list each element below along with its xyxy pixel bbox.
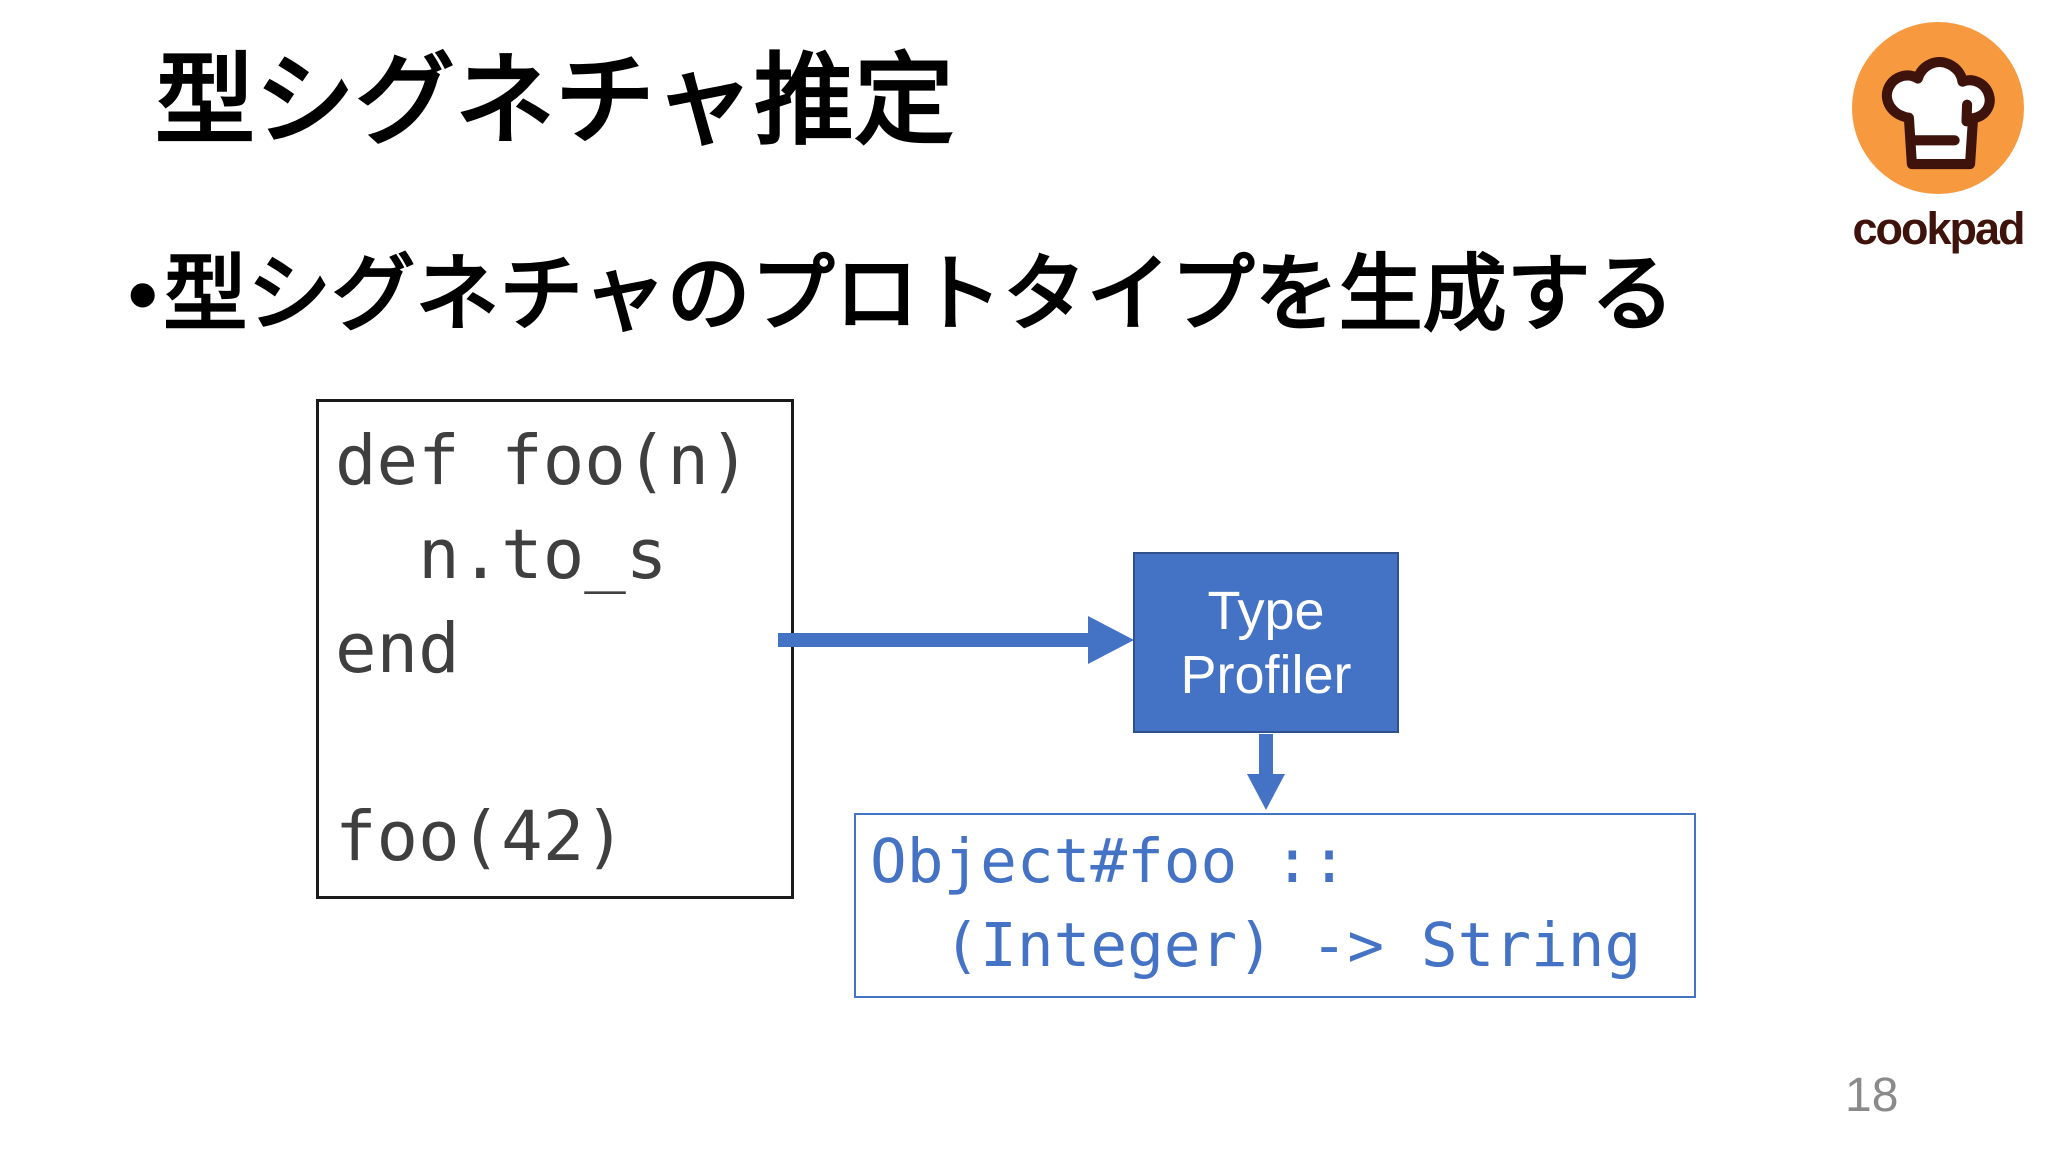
- cookpad-wordmark: cookpad: [1852, 203, 2025, 254]
- cookpad-logo-circle: [1852, 22, 2024, 194]
- page-number: 18: [1845, 1069, 1899, 1122]
- type-signature-output-box: Object#foo :: (Integer) -> String: [854, 813, 1696, 998]
- bullet-marker: •: [128, 247, 158, 341]
- slide-title: 型シグネチャ推定: [155, 45, 954, 157]
- ruby-code-box: def foo(n) n.to_s end foo(42): [316, 399, 794, 899]
- code-line: def foo(n): [335, 421, 751, 501]
- bullet-text: 型シグネチャのプロトタイプを生成する: [163, 247, 1675, 341]
- output-line: (Integer) -> String: [870, 910, 1642, 981]
- code-line: [335, 696, 791, 790]
- type-profiler-box: Type Profiler: [1133, 552, 1399, 733]
- chef-hat-icon: [1881, 56, 1995, 170]
- cookpad-logo: cookpad: [1850, 22, 2026, 251]
- arrow-right-icon: [778, 616, 1134, 664]
- bullet-line: • 型シグネチャのプロトタイプを生成する: [128, 242, 1675, 347]
- code-line: end: [335, 609, 460, 689]
- type-profiler-label-line2: Profiler: [1180, 644, 1352, 705]
- arrow-down-icon: [1247, 734, 1285, 810]
- code-line: foo(42): [335, 797, 626, 877]
- output-line: Object#foo ::: [870, 826, 1348, 897]
- type-profiler-label-line1: Type: [1207, 580, 1325, 641]
- code-line: n.to_s: [335, 515, 668, 595]
